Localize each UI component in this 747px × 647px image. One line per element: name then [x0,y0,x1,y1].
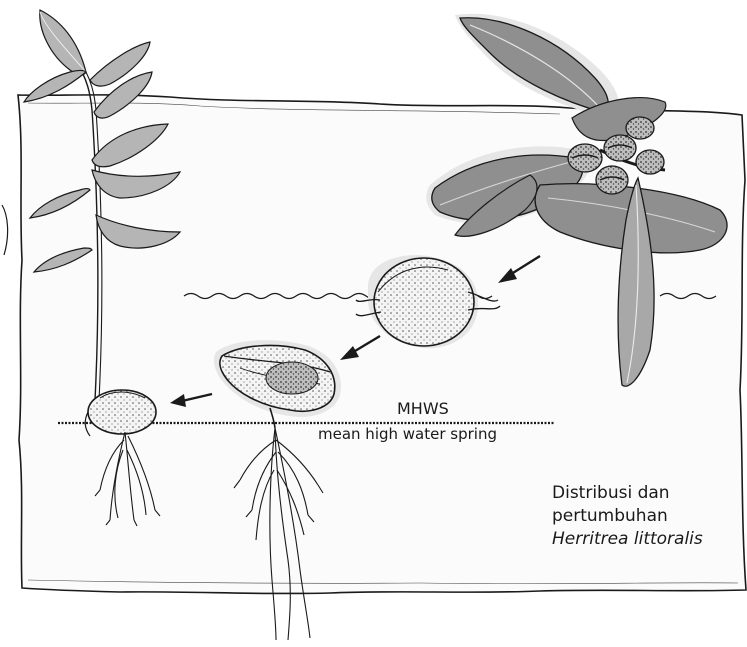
mhws-label: MHWS [397,399,449,418]
figure-caption: Distribusi dan pertumbuhan Herritrea lit… [552,482,703,551]
caption-line-2: pertumbuhan [552,505,703,528]
caption-line-1: Distribusi dan [552,482,703,505]
mhws-description: mean high water spring [318,425,497,443]
caption-species-name: Herritrea littoralis [552,528,703,551]
